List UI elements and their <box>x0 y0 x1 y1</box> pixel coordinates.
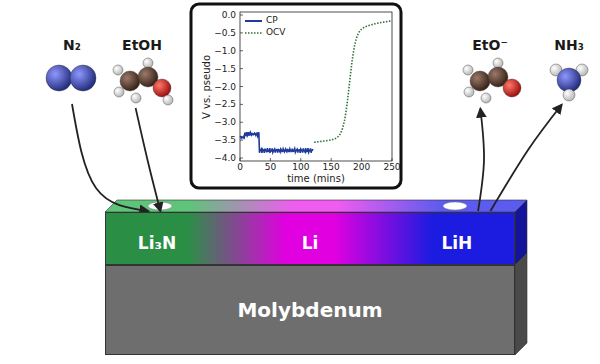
axis-title: V vs. pseudo <box>201 54 212 118</box>
surface-pit <box>443 202 467 210</box>
species-label: EtOH <box>122 36 162 54</box>
inset-plot <box>240 12 392 161</box>
tick <box>240 32 243 33</box>
reaction-arrow <box>478 109 484 211</box>
axis-tick-label: 200 <box>353 162 370 172</box>
atom <box>114 87 124 97</box>
axis-tick-label: −4.0 <box>214 153 236 163</box>
atom <box>70 65 96 91</box>
axis-tick-label: −2.5 <box>214 99 236 109</box>
ocv-trace <box>314 21 392 142</box>
atom <box>113 65 123 75</box>
tick <box>300 158 301 161</box>
plot-axes <box>240 12 392 161</box>
phase-label: LiH <box>441 233 472 253</box>
phase-label: Li <box>302 233 319 253</box>
tick <box>240 15 243 16</box>
cp-trace <box>240 132 313 153</box>
atom <box>46 65 72 91</box>
tick <box>240 122 243 123</box>
atom <box>481 93 491 103</box>
axis-tick-label: −1.5 <box>214 64 236 74</box>
axis-tick-label: 100 <box>292 162 309 172</box>
atom <box>563 89 575 101</box>
axis-tick-label: −1.0 <box>214 46 236 56</box>
reaction-arrow <box>136 108 161 211</box>
atom <box>493 58 503 68</box>
axis-tick-label: 250 <box>383 162 400 172</box>
tick <box>240 104 243 105</box>
molecule-drawing <box>544 56 594 102</box>
tick <box>240 68 243 69</box>
reaction-arrow <box>490 105 561 211</box>
substrate-block: Molybdenum <box>105 265 515 355</box>
atom <box>163 95 173 105</box>
atom <box>464 87 474 97</box>
atom <box>120 71 140 91</box>
tick <box>240 50 243 51</box>
axis-tick-label: −3.0 <box>214 117 236 127</box>
axis-tick-label: 0 <box>237 162 243 172</box>
species-label: N₂ <box>63 36 81 54</box>
axis-tick-label: 50 <box>265 162 276 172</box>
inset-frame <box>191 4 401 188</box>
substrate-label: Molybdenum <box>237 298 382 322</box>
tick <box>270 158 271 161</box>
axis-tick-label: −2.0 <box>214 82 236 92</box>
molecule-drawing <box>42 56 102 102</box>
molecule: EtO⁻ <box>458 36 522 106</box>
axis-tick-label: −0.5 <box>214 28 236 38</box>
atom <box>557 68 581 92</box>
atom <box>503 79 521 97</box>
tick <box>331 158 332 161</box>
species-label: EtO⁻ <box>472 36 508 54</box>
tick <box>361 158 362 161</box>
legend-text: CP <box>266 15 278 25</box>
molecule-drawing <box>458 56 522 106</box>
reaction-arrow <box>72 104 148 211</box>
legend-text: OCV <box>266 27 286 37</box>
axis-title: time (mins) <box>287 173 345 184</box>
tick <box>240 158 243 159</box>
slab-top-face <box>105 200 527 212</box>
atom <box>153 79 171 97</box>
molecule: EtOH <box>110 36 174 106</box>
atom <box>470 71 490 91</box>
tick <box>240 140 243 141</box>
tick <box>392 158 393 161</box>
legend-sample <box>245 32 262 34</box>
atom <box>463 65 473 75</box>
lithium-layer: Li₃N Li LiH <box>105 212 515 265</box>
slab-side-molybdenum <box>515 253 527 355</box>
molecule: N₂ <box>42 36 102 102</box>
atom <box>143 58 153 68</box>
legend-sample <box>245 20 262 22</box>
molecule: NH₃ <box>544 36 594 102</box>
axis-tick-label: 150 <box>323 162 340 172</box>
axis-tick-label: −3.5 <box>214 135 236 145</box>
phase-label: Li₃N <box>138 233 176 253</box>
tick <box>240 158 241 161</box>
axis-tick-label: 0.0 <box>222 10 236 20</box>
atom <box>131 93 141 103</box>
species-label: NH₃ <box>554 36 584 54</box>
tick <box>240 86 243 87</box>
molecule-drawing <box>110 56 174 106</box>
